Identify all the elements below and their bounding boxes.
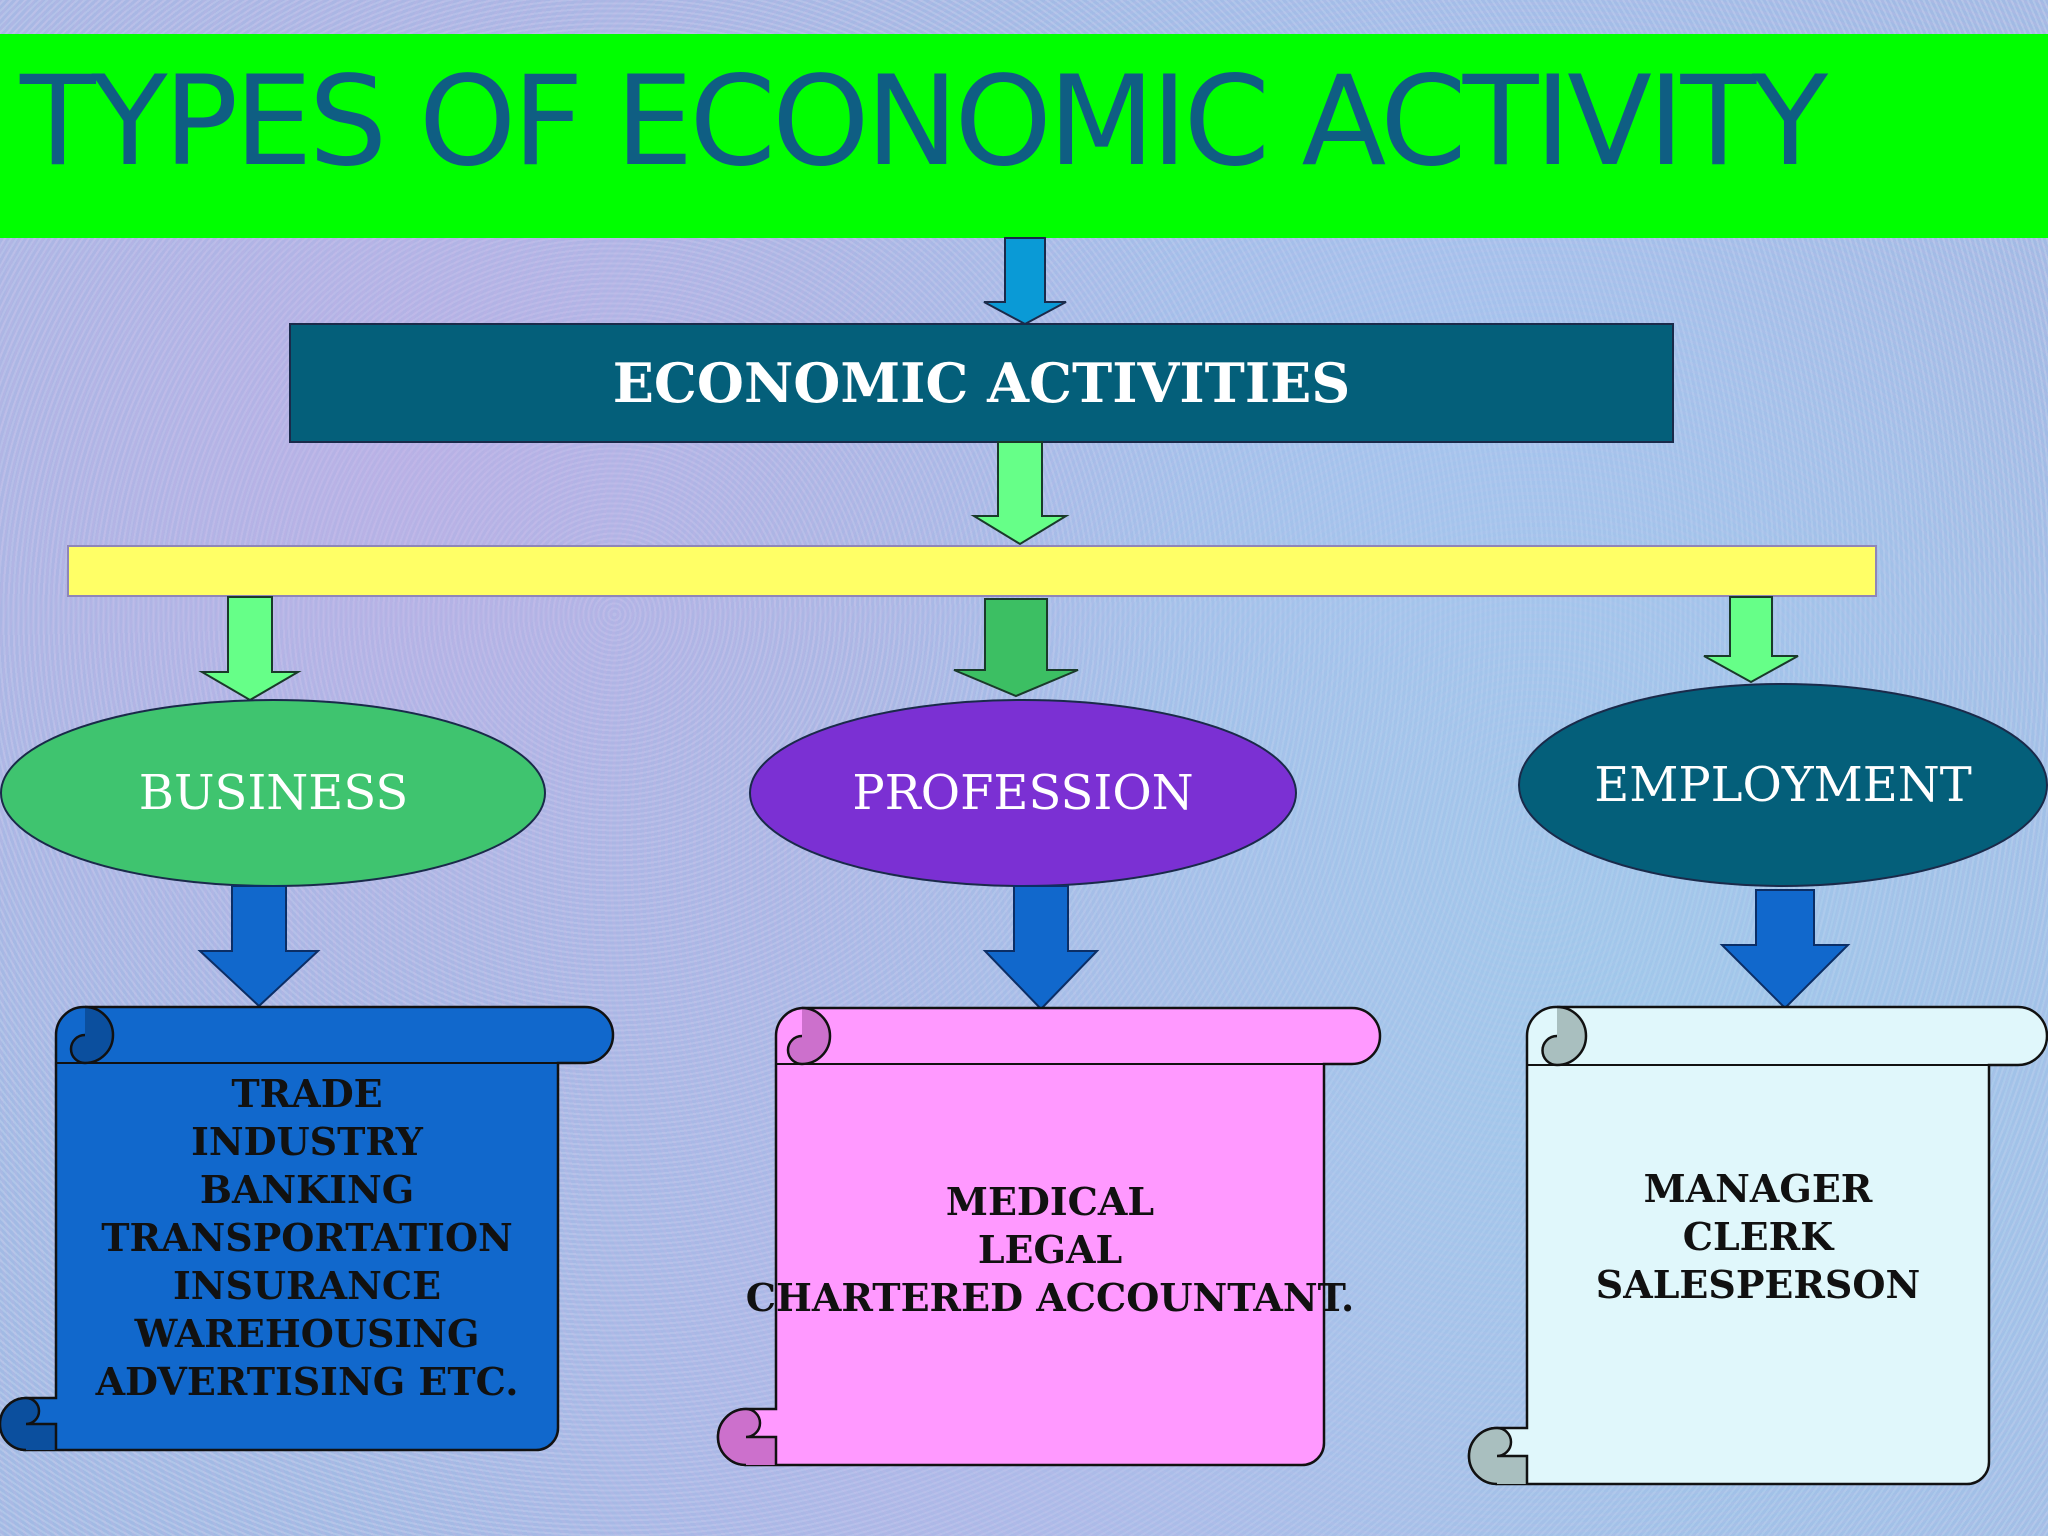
arrow-profession-to-scroll [982, 885, 1100, 1011]
employment-oval [1518, 683, 2048, 887]
arrow-to-employment [1703, 596, 1799, 684]
arrow-title-to-root [983, 237, 1067, 326]
root-box [289, 323, 1674, 443]
business-scroll [0, 1005, 615, 1452]
arrow-business-to-scroll [197, 885, 321, 1008]
title-band [0, 34, 2048, 238]
arrow-to-business [198, 596, 302, 702]
arrow-employment-to-scroll [1719, 889, 1851, 1010]
arrow-to-profession [953, 598, 1079, 698]
business-oval [0, 699, 546, 887]
employment-scroll [1467, 1005, 2048, 1486]
profession-oval [749, 699, 1297, 887]
page-title: TYPES OF ECONOMIC ACTIVITY [20, 50, 1828, 194]
connector-bar [67, 545, 1877, 597]
profession-scroll [716, 1006, 1382, 1467]
arrow-root-to-connector [970, 441, 1070, 546]
